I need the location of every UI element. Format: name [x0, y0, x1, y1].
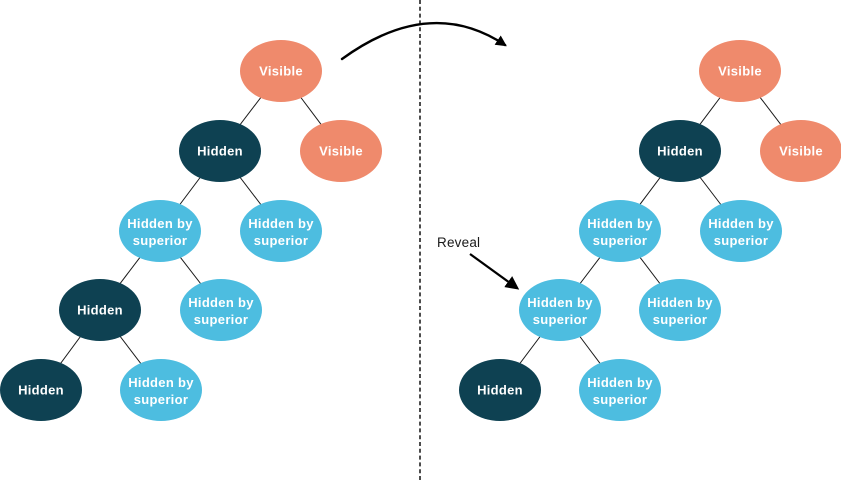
node-ellipse	[120, 359, 202, 421]
node-ellipse	[0, 359, 82, 421]
node-label: Visible	[718, 64, 762, 79]
node-ellipse	[639, 120, 721, 182]
node-label: Hidden	[477, 383, 523, 398]
node-ellipse	[760, 120, 841, 182]
tree-node-visible: Visible	[699, 40, 781, 102]
node-ellipse	[459, 359, 541, 421]
node-ellipse	[240, 200, 322, 262]
tree-node-hidden: Hidden	[59, 279, 141, 341]
node-label: Hidden	[197, 144, 243, 159]
reveal-annotation: Reveal	[437, 235, 520, 290]
node-ellipse	[579, 359, 661, 421]
node-ellipse	[519, 279, 601, 341]
tree-node-visible: Visible	[760, 120, 841, 182]
tree-node-visible: Visible	[240, 40, 322, 102]
node-label: Visible	[259, 64, 303, 79]
node-ellipse	[240, 40, 322, 102]
node-ellipse	[119, 200, 201, 262]
node-ellipse	[59, 279, 141, 341]
tree-node-hidden: Hidden	[0, 359, 82, 421]
node-ellipse	[699, 40, 781, 102]
reveal-label: Reveal	[437, 235, 480, 250]
tree-node-hidden: Hidden	[639, 120, 721, 182]
node-label: Visible	[779, 144, 823, 159]
node-label: Hidden	[657, 144, 703, 159]
node-label: Hidden	[18, 383, 64, 398]
node-ellipse	[179, 120, 261, 182]
node-ellipse	[579, 200, 661, 262]
node-label: Visible	[319, 144, 363, 159]
node-ellipse	[180, 279, 262, 341]
node-label: Hidden	[77, 303, 123, 318]
tree-node-hidden: Hidden	[459, 359, 541, 421]
tree-node-visible: Visible	[300, 120, 382, 182]
reveal-arrow	[469, 253, 520, 290]
node-ellipse	[639, 279, 721, 341]
tree-node-hidden: Hidden	[179, 120, 261, 182]
transition-arrow	[340, 21, 507, 61]
node-ellipse	[700, 200, 782, 262]
node-ellipse	[300, 120, 382, 182]
